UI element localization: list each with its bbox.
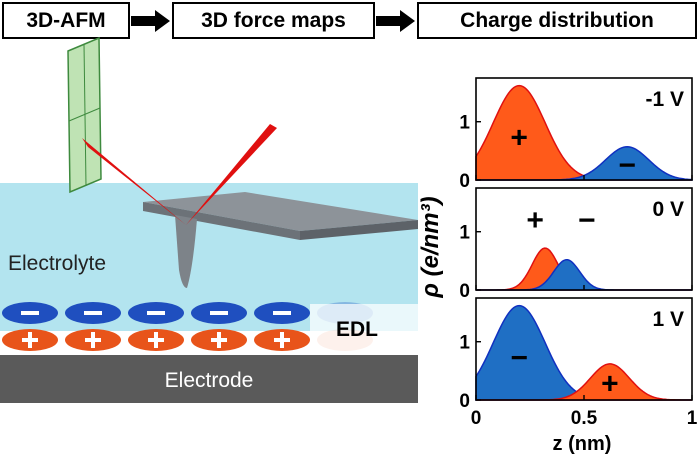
x-axis-label: z (nm) [553,433,612,455]
cantilever-icon [143,192,418,288]
edl-label: EDL [336,318,378,341]
y-tick-label: 0 [459,281,470,302]
charge-sign-label: − [618,149,636,182]
voltage-annotation: -1 V [645,88,684,111]
x-tick-label: 0.5 [571,408,598,429]
electrode-label: Electrode [165,369,254,392]
edl-label-box [310,304,418,354]
voltage-annotation: 0 V [652,198,684,221]
y-tick-label: 1 [459,223,470,244]
y-axis-label: ρ (e/nm³) [417,196,444,298]
photodetector-icon [67,36,102,194]
charge-sign-label: − [510,342,528,375]
y-tick-label: 0 [459,391,470,412]
flow-arrow-icon [376,10,415,32]
electrode [0,355,418,403]
flow-step-label: 3D force maps [201,8,346,32]
chart-panel-1: + − 0 1 -1 V [459,77,693,192]
chart-panel-3: − +0 1 1 V [459,297,693,412]
voltage-annotation: 1 V [652,308,684,331]
chart-panel-2: + − 0 1 0 V [459,187,693,302]
y-tick-label: 1 [459,333,470,354]
charge-sign-label: − [578,204,596,237]
x-tick-label: 0 [471,408,482,429]
flow-arrow-icon [131,10,170,32]
flow-step-charge-distribution: Charge distribution [417,2,697,39]
flow-step-label: Charge distribution [460,8,654,32]
charge-sign-label: + [601,368,619,401]
flow-step-afm: 3D-AFM [2,2,130,39]
y-tick-label: 0 [459,171,470,192]
charge-sign-label: + [526,204,544,237]
laser-beam-icon [82,124,277,225]
flow-step-force-maps: 3D force maps [172,2,375,39]
y-tick-label: 1 [459,113,470,134]
x-tick-label: 1 [687,408,698,429]
flow-step-label: 3D-AFM [26,8,106,32]
charge-sign-label: + [510,122,528,155]
electrolyte-label: Electrolyte [8,252,106,275]
